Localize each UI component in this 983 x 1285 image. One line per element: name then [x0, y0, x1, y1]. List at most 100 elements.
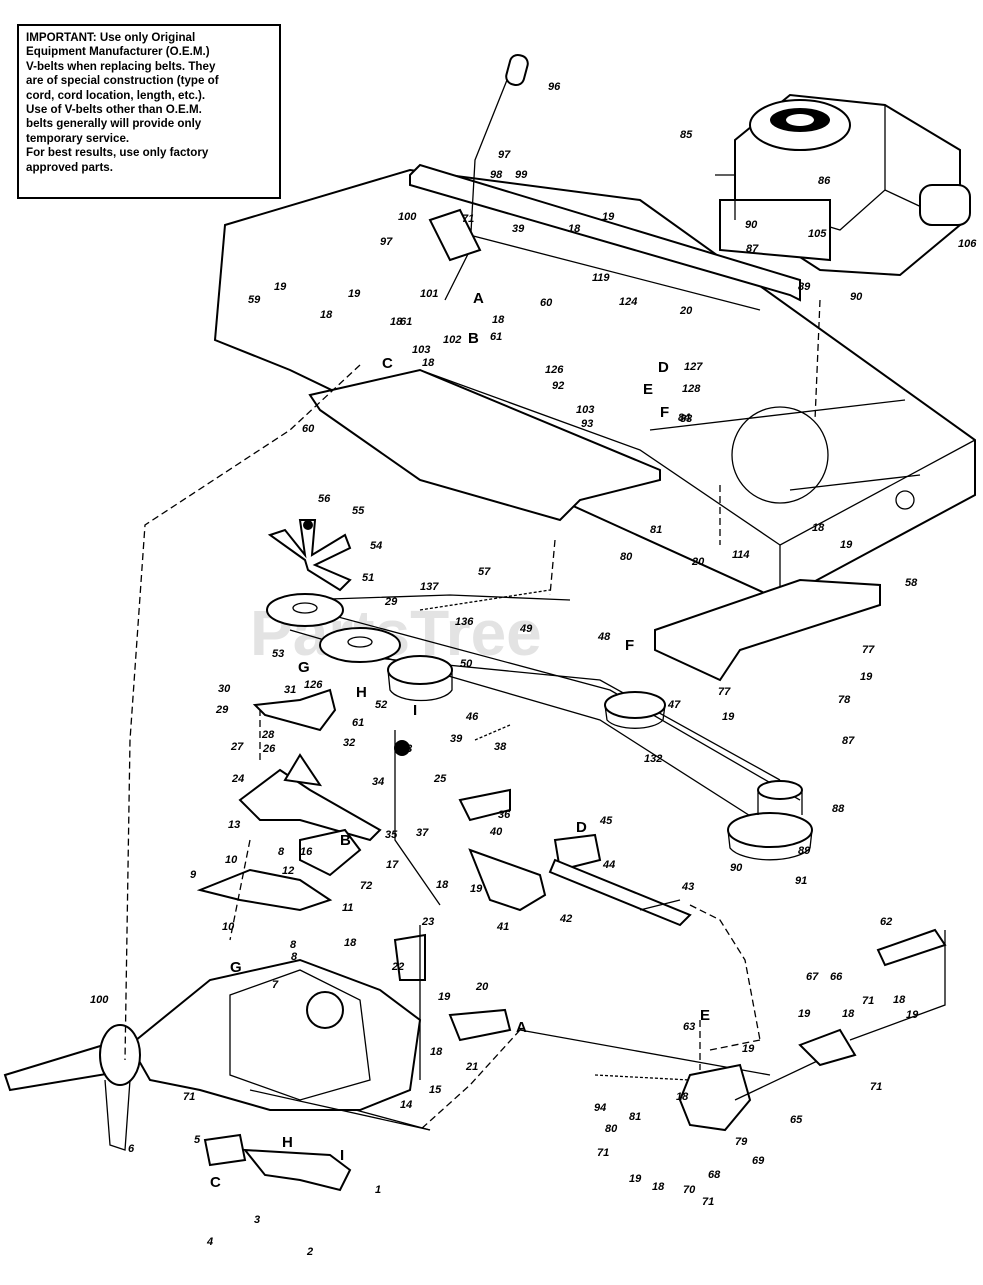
connection-letter-a: A — [516, 1019, 527, 1036]
part-label: 2 — [306, 1246, 313, 1258]
connection-letter-a: A — [473, 290, 484, 307]
notice-line: temporary service. — [26, 131, 130, 145]
part-label: 35 — [385, 829, 398, 841]
part-label: 4 — [206, 1236, 213, 1248]
part-label: 19 — [860, 671, 873, 683]
part-label: 100 — [398, 211, 417, 223]
part-label: 67 — [806, 971, 819, 983]
connection-letter-f: F — [660, 404, 669, 421]
part-label: 25 — [433, 773, 447, 785]
part-label: 90 — [730, 862, 743, 874]
part-label: 90 — [745, 219, 758, 231]
connection-letter-c: C — [210, 1174, 221, 1191]
part-label: 14 — [400, 1099, 412, 1111]
part-label: 127 — [684, 361, 703, 373]
part-label: 68 — [708, 1169, 721, 1181]
transaxle — [3, 958, 431, 1151]
part-label: 132 — [644, 753, 662, 765]
connection-letter-i: I — [340, 1147, 344, 1164]
part-label: 44 — [602, 859, 615, 871]
notice-line: IMPORTANT: Use only Original — [26, 31, 196, 44]
notice-line: are of special construction (type of — [26, 74, 219, 88]
part-label: 77 — [862, 644, 875, 656]
part-label: 39 — [450, 733, 463, 745]
part-label: 78 — [838, 694, 851, 706]
part-label: 98 — [490, 169, 503, 181]
part-label: 12 — [282, 865, 294, 877]
part-label: 97 — [380, 236, 393, 248]
part-label: 31 — [284, 684, 296, 696]
part-label: 89 — [798, 281, 811, 293]
part-label: 86 — [818, 175, 831, 187]
part-label: 19 — [722, 711, 735, 723]
part-label: 28 — [261, 729, 275, 741]
linkage — [196, 688, 947, 1192]
part-label: 85 — [680, 129, 693, 141]
part-label: 128 — [682, 383, 701, 395]
part-label: 60 — [302, 423, 315, 435]
part-label: 6 — [128, 1143, 135, 1155]
part-label: 16 — [300, 846, 313, 858]
part-label: 69 — [752, 1155, 765, 1167]
connection-letter-h: H — [282, 1134, 293, 1151]
part-label: 19 — [798, 1008, 811, 1020]
part-label: 34 — [372, 776, 384, 788]
part-label: 71 — [870, 1081, 882, 1093]
part-label: 80 — [620, 551, 633, 563]
connection-lines — [124, 299, 821, 1131]
part-label: 10 — [222, 921, 235, 933]
connection-letter-d: D — [658, 359, 669, 376]
part-label: 137 — [420, 581, 439, 593]
part-label: 26 — [262, 743, 276, 755]
part-label: 84 — [678, 412, 690, 424]
part-label: 94 — [594, 1102, 606, 1114]
part-label: 19 — [274, 281, 287, 293]
belt-drive — [266, 519, 813, 1081]
part-label: 126 — [304, 679, 323, 691]
part-label: 126 — [545, 364, 564, 376]
connection-letter-e: E — [700, 1007, 710, 1024]
part-label: 18 — [812, 522, 825, 534]
part-label: 53 — [272, 648, 284, 660]
connection-letter-b: B — [468, 330, 479, 347]
part-label: 93 — [581, 418, 593, 430]
part-label: 30 — [218, 683, 231, 695]
part-label: 21 — [465, 1061, 478, 1073]
connection-letter-i: I — [413, 702, 417, 719]
part-label: 61 — [400, 316, 412, 328]
part-label: 71 — [862, 995, 874, 1007]
notice-line: V-belts when replacing belts. They — [26, 59, 216, 73]
part-label: 70 — [683, 1184, 696, 1196]
part-label: 71 — [183, 1091, 195, 1103]
part-label: 88 — [832, 803, 845, 815]
engine — [715, 93, 971, 277]
part-label: 18 — [430, 1046, 443, 1058]
part-label: 18 — [893, 994, 906, 1006]
part-label: 105 — [808, 228, 827, 240]
part-label: 19 — [840, 539, 853, 551]
part-label: 91 — [795, 875, 807, 887]
part-label: 18 — [676, 1091, 689, 1103]
part-label: 22 — [391, 961, 404, 973]
part-label: 38 — [494, 741, 507, 753]
part-label: 19 — [602, 211, 615, 223]
part-label: 77 — [718, 686, 731, 698]
part-label: 72 — [360, 880, 372, 892]
part-label: 19 — [742, 1043, 755, 1055]
part-label: 18 — [320, 309, 333, 321]
part-label: 61 — [352, 717, 364, 729]
part-label: 36 — [498, 809, 511, 821]
part-label: 20 — [475, 981, 489, 993]
part-label: 27 — [230, 741, 244, 753]
part-label: 66 — [830, 971, 843, 983]
frame-assembly — [213, 163, 976, 602]
part-label: 8 — [278, 846, 285, 858]
part-label: 19 — [438, 991, 451, 1003]
part-label: 56 — [318, 493, 331, 505]
part-label: 19 — [348, 288, 361, 300]
part-label: 23 — [421, 916, 434, 928]
part-label: 90 — [850, 291, 863, 303]
part-label: 18 — [842, 1008, 855, 1020]
part-label: 71 — [702, 1196, 714, 1208]
part-label: 42 — [559, 913, 572, 925]
